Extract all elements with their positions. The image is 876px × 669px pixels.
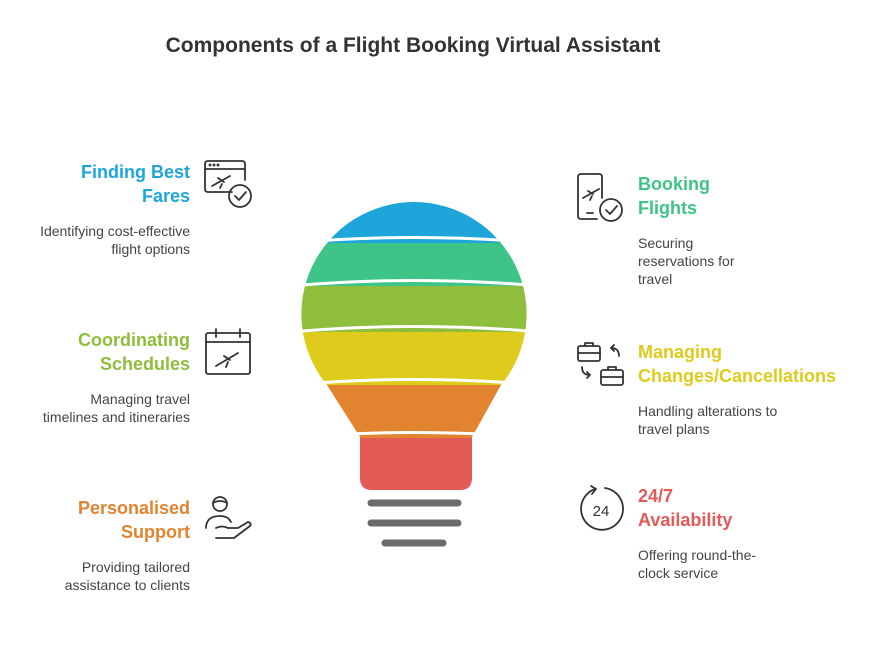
description-personalised-support: Providing tailored assistance to clients: [64, 559, 190, 593]
calendar-plane-icon: [202, 326, 254, 378]
bulb-segment-green: [301, 243, 527, 286]
svg-text:24: 24: [593, 503, 610, 520]
heading-personalised-support: Personalised Support: [77, 498, 190, 542]
component-finding-best-fares: Finding Best Fares Identifying cost-effe…: [40, 160, 190, 258]
description-booking-flights: Securing reservations for travel: [638, 235, 735, 287]
heading-finding-best-fares: Finding Best Fares: [81, 162, 190, 206]
bulb-segment-red: [301, 438, 527, 490]
description-managing-changes: Handling alterations to travel plans: [638, 403, 778, 437]
heading-booking-flights: Booking Flights: [638, 174, 710, 218]
diagram-title: Components of a Flight Booking Virtual A…: [165, 34, 661, 57]
heading-coordinating-schedules: Coordinating Schedules: [78, 330, 190, 374]
component-managing-changes: Managing Changes/Cancellations Handling …: [638, 340, 868, 438]
description-availability: Offering round-the-clock service: [638, 547, 757, 581]
description-coordinating-schedules: Managing travel timelines and itinerarie…: [42, 391, 190, 425]
person-hand-icon: [202, 494, 254, 546]
heading-availability: 24/7 Availability: [638, 486, 733, 530]
component-availability: 24/7 Availability Offering round-the-clo…: [638, 484, 858, 582]
component-personalised-support: Personalised Support Providing tailored …: [40, 496, 190, 594]
flight-screen-check-icon: [202, 158, 254, 210]
briefcase-swap-icon: [575, 340, 627, 392]
clock-24-icon: 24: [575, 484, 627, 536]
bulb-segment-blue: [301, 202, 527, 243]
heading-managing-changes: Managing Changes/Cancellations: [638, 342, 837, 386]
bulb-base: [367, 499, 462, 547]
description-finding-best-fares: Identifying cost-effective flight option…: [40, 223, 190, 257]
bulb-segment-olive: [301, 286, 527, 332]
bulb-segment-orange: [301, 385, 527, 438]
phone-plane-check-icon: [575, 172, 627, 224]
bulb-segment-yellow: [301, 332, 527, 385]
component-coordinating-schedules: Coordinating Schedules Managing travel t…: [40, 328, 190, 426]
component-booking-flights: Booking Flights Securing reservations fo…: [638, 172, 858, 288]
